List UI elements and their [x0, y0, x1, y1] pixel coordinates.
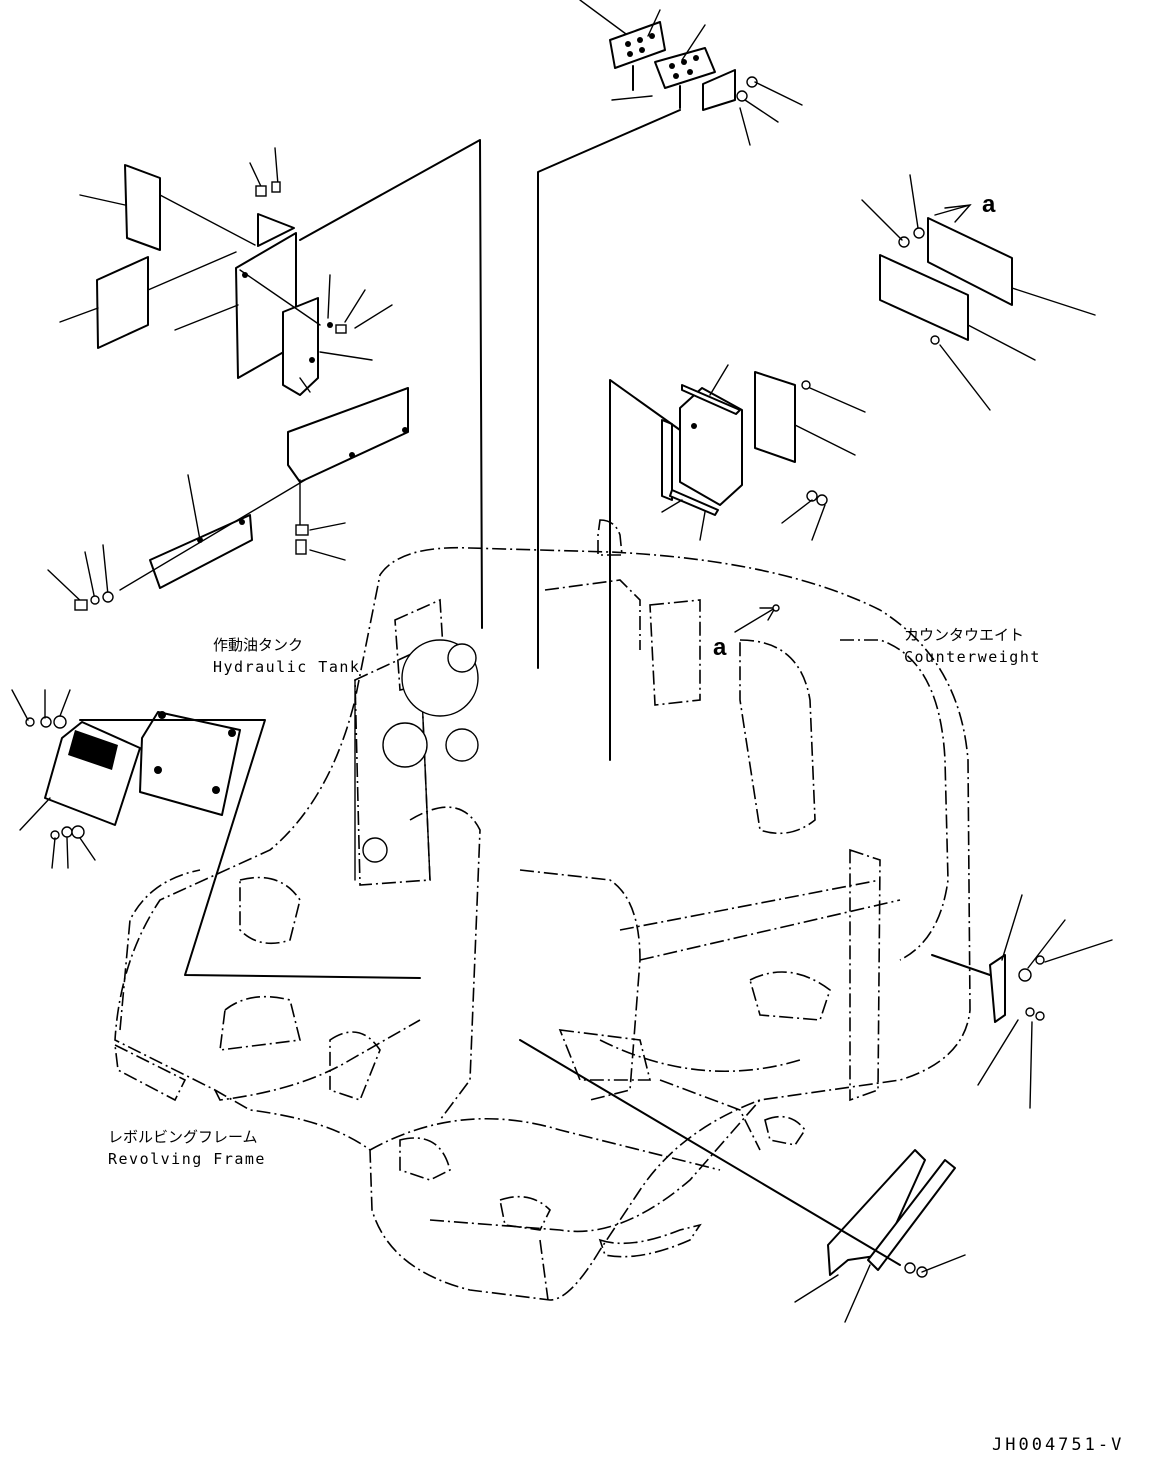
- grille-left: [11, 689, 421, 979]
- bracket-right: [931, 894, 1113, 1109]
- cover-bottom-right: [519, 1039, 966, 1323]
- marker-a-frame: a: [713, 634, 727, 661]
- label-counterweight-en: Counterweight: [904, 648, 1041, 666]
- label-hydraulic-tank-en: Hydraulic Tank: [213, 658, 360, 676]
- hydraulic-tank: [354, 639, 479, 881]
- label-counterweight-jp: カウンタウエイト: [904, 626, 1024, 644]
- drawing-code: JH004751-V: [992, 1435, 1124, 1455]
- cover-box-middle: [609, 364, 866, 761]
- cover-assembly-upper-left: [47, 139, 483, 629]
- marker-a-top: a: [982, 191, 996, 218]
- label-revolving-frame-jp: レボルビングフレーム: [108, 1128, 258, 1146]
- label-hydraulic-tank-jp: 作動油タンク: [213, 636, 303, 654]
- label-revolving-frame-en: Revolving Frame: [108, 1150, 266, 1168]
- step-plate-top: [537, 0, 803, 669]
- cover-upper-right: [861, 174, 1096, 411]
